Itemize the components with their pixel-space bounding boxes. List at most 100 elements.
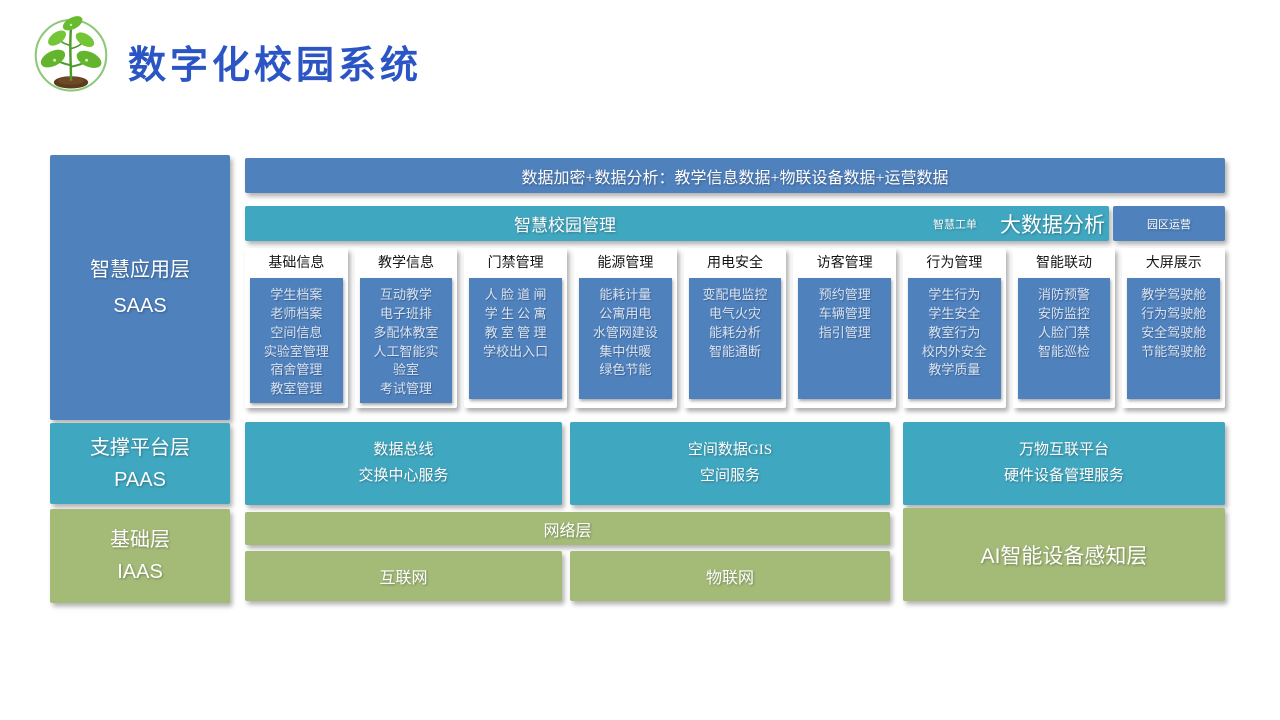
column-basic-info: 基础信息 学生档案 老师档案 空间信息 实验室管理 宿舍管理 教室管理 xyxy=(245,248,348,408)
column-item: 学生行为 xyxy=(928,287,981,302)
iot-platform-line2: 硬件设备管理服务 xyxy=(1003,467,1124,484)
column-dashboard-display: 大屏展示 教学驾驶舱 行为驾驶舱 安全驾驶舱 节能驾驶舱 xyxy=(1122,248,1226,408)
column-item: 公寓用电 xyxy=(599,305,652,321)
column-item: 人脸门禁 xyxy=(1038,324,1091,340)
column-item: 行为驾驶舱 xyxy=(1141,305,1207,321)
column-body: 学生档案 老师档案 空间信息 实验室管理 宿舍管理 教室管理 xyxy=(250,278,343,404)
column-item: 消防预警 xyxy=(1038,287,1091,302)
data-security-bar: 数据加密+数据分析：教学信息数据+物联设备数据+运营数据 xyxy=(245,158,1225,193)
column-body: 互动教学 电子班排 多配体教室 人工智能实验室 考试管理 xyxy=(359,278,453,404)
column-header: 大屏展示 xyxy=(1145,256,1202,271)
column-item: 指引管理 xyxy=(818,324,871,340)
column-item: 教室行为 xyxy=(928,324,981,340)
column-item: 教 室 管 理 xyxy=(484,324,547,340)
column-item: 能耗计量 xyxy=(599,287,652,302)
column-item: 电子班排 xyxy=(380,305,433,321)
page-title: 数字化校园系统 xyxy=(128,45,423,87)
smart-work-order-label: 智慧工单 xyxy=(933,218,977,231)
column-item: 实验室管理 xyxy=(263,343,329,359)
park-operation-box: 园区运营 xyxy=(1113,206,1225,241)
ai-device-layer-label: AI智能设备感知层 xyxy=(980,544,1148,568)
column-item: 水管网建设 xyxy=(592,324,658,340)
column-item: 能耗分析 xyxy=(709,324,762,340)
iaas-label-line1: 基础层 xyxy=(110,529,170,551)
column-body: 变配电监控 电气火灾 能耗分析 智能通断 xyxy=(688,278,782,399)
campus-management-label: 智慧校园管理 xyxy=(514,216,616,235)
column-item: 考试管理 xyxy=(380,381,433,397)
column-item: 多配体教室 xyxy=(373,324,439,340)
column-header: 能源管理 xyxy=(597,256,654,271)
application-columns: 基础信息 学生档案 老师档案 空间信息 实验室管理 宿舍管理 教室管理 教学信息… xyxy=(245,248,1226,408)
saas-label-line1: 智慧应用层 xyxy=(90,258,190,281)
internet-label: 互联网 xyxy=(379,570,428,587)
column-item: 互动教学 xyxy=(380,287,433,302)
column-item: 老师档案 xyxy=(270,305,323,321)
network-layer-label: 网络层 xyxy=(543,522,592,540)
column-item: 节能驾驶舱 xyxy=(1141,343,1207,359)
column-item: 变配电监控 xyxy=(702,287,768,302)
layer-box-iaas: 基础层 IAAS xyxy=(50,509,230,603)
column-item: 学生安全 xyxy=(928,305,981,321)
column-header: 访客管理 xyxy=(816,256,873,271)
column-header: 教学信息 xyxy=(378,256,434,271)
gis-service-box: 空间数据GIS 空间服务 xyxy=(570,422,890,505)
column-item: 教学质量 xyxy=(928,362,981,378)
column-smart-linkage: 智能联动 消防预警 安防监控 人脸门禁 智能巡检 xyxy=(1012,248,1116,408)
campus-management-strip: 智慧校园管理 智慧工单 大数据分析 xyxy=(245,206,1109,241)
column-item: 教学驾驶舱 xyxy=(1141,287,1207,302)
iaas-label-line2: IAAS xyxy=(117,561,163,583)
iot-platform-service-box: 万物互联平台 硬件设备管理服务 xyxy=(903,422,1225,505)
sapling-logo-icon xyxy=(30,10,112,94)
column-item: 空间信息 xyxy=(270,324,323,340)
column-item: 智能通断 xyxy=(709,343,762,359)
column-body: 人 脸 道 闸 学 生 公 寓 教 室 管 理 学校出入口 xyxy=(469,278,563,399)
column-item: 学生档案 xyxy=(270,287,323,302)
column-access-control: 门禁管理 人 脸 道 闸 学 生 公 寓 教 室 管 理 学校出入口 xyxy=(464,248,568,408)
column-energy-mgmt: 能源管理 能耗计量 公寓用电 水管网建设 集中供暖 绿色节能 xyxy=(574,248,677,408)
gis-line1: 空间数据GIS xyxy=(687,442,773,458)
column-body: 预约管理 车辆管理 指引管理 xyxy=(798,278,892,399)
data-security-bar-text: 数据加密+数据分析：教学信息数据+物联设备数据+运营数据 xyxy=(521,169,949,187)
paas-label-line1: 支撑平台层 xyxy=(90,436,190,459)
layer-box-paas: 支撑平台层 PAAS xyxy=(50,423,230,504)
layer-box-saas: 智慧应用层 SAAS xyxy=(50,155,230,420)
column-item: 校内外安全 xyxy=(921,343,987,359)
iot-network-box: 物联网 xyxy=(570,551,890,601)
column-item: 集中供暖 xyxy=(599,343,652,359)
column-teaching-info: 教学信息 互动教学 电子班排 多配体教室 人工智能实验室 考试管理 xyxy=(354,248,458,408)
park-operation-label: 园区运营 xyxy=(1147,218,1191,231)
column-item: 车辆管理 xyxy=(818,305,871,321)
ai-device-layer-box: AI智能设备感知层 xyxy=(903,508,1225,601)
column-header: 智能联动 xyxy=(1036,256,1093,271)
network-layer-bar: 网络层 xyxy=(245,512,890,545)
column-item: 电气火灾 xyxy=(709,305,762,321)
campus-management-bar: 智慧校园管理 智慧工单 大数据分析 园区运营 xyxy=(245,206,1225,241)
column-item: 人 脸 道 闸 xyxy=(484,287,547,302)
column-item: 学校出入口 xyxy=(483,343,549,359)
column-body: 能耗计量 公寓用电 水管网建设 集中供暖 绿色节能 xyxy=(579,278,672,399)
column-item: 预约管理 xyxy=(818,287,871,302)
paas-label-line2: PAAS xyxy=(114,468,166,491)
column-behavior-mgmt: 行为管理 学生行为 学生安全 教室行为 校内外安全 教学质量 xyxy=(903,248,1006,408)
data-bus-line2: 交换中心服务 xyxy=(358,467,449,484)
column-body: 学生行为 学生安全 教室行为 校内外安全 教学质量 xyxy=(908,278,1001,399)
data-bus-line1: 数据总线 xyxy=(373,442,434,458)
column-item: 绿色节能 xyxy=(599,362,652,378)
iot-network-label: 物联网 xyxy=(705,570,754,587)
column-visitor-mgmt: 访客管理 预约管理 车辆管理 指引管理 xyxy=(793,248,897,408)
column-item: 教室管理 xyxy=(270,381,323,397)
column-item: 人工智能实验室 xyxy=(373,343,439,378)
column-item: 学 生 公 寓 xyxy=(484,305,547,321)
column-item: 安全驾驶舱 xyxy=(1141,324,1207,340)
column-item: 宿舍管理 xyxy=(270,362,323,378)
column-header: 用电安全 xyxy=(707,256,764,271)
data-bus-service-box: 数据总线 交换中心服务 xyxy=(245,422,562,505)
big-data-analysis-label: 大数据分析 xyxy=(1000,212,1105,237)
column-item: 智能巡检 xyxy=(1038,343,1091,359)
column-header: 门禁管理 xyxy=(487,256,544,271)
column-item: 安防监控 xyxy=(1038,305,1091,321)
internet-box: 互联网 xyxy=(245,551,562,601)
column-electrical-safety: 用电安全 变配电监控 电气火灾 能耗分析 智能通断 xyxy=(683,248,787,408)
saas-label-line2: SAAS xyxy=(113,294,167,317)
